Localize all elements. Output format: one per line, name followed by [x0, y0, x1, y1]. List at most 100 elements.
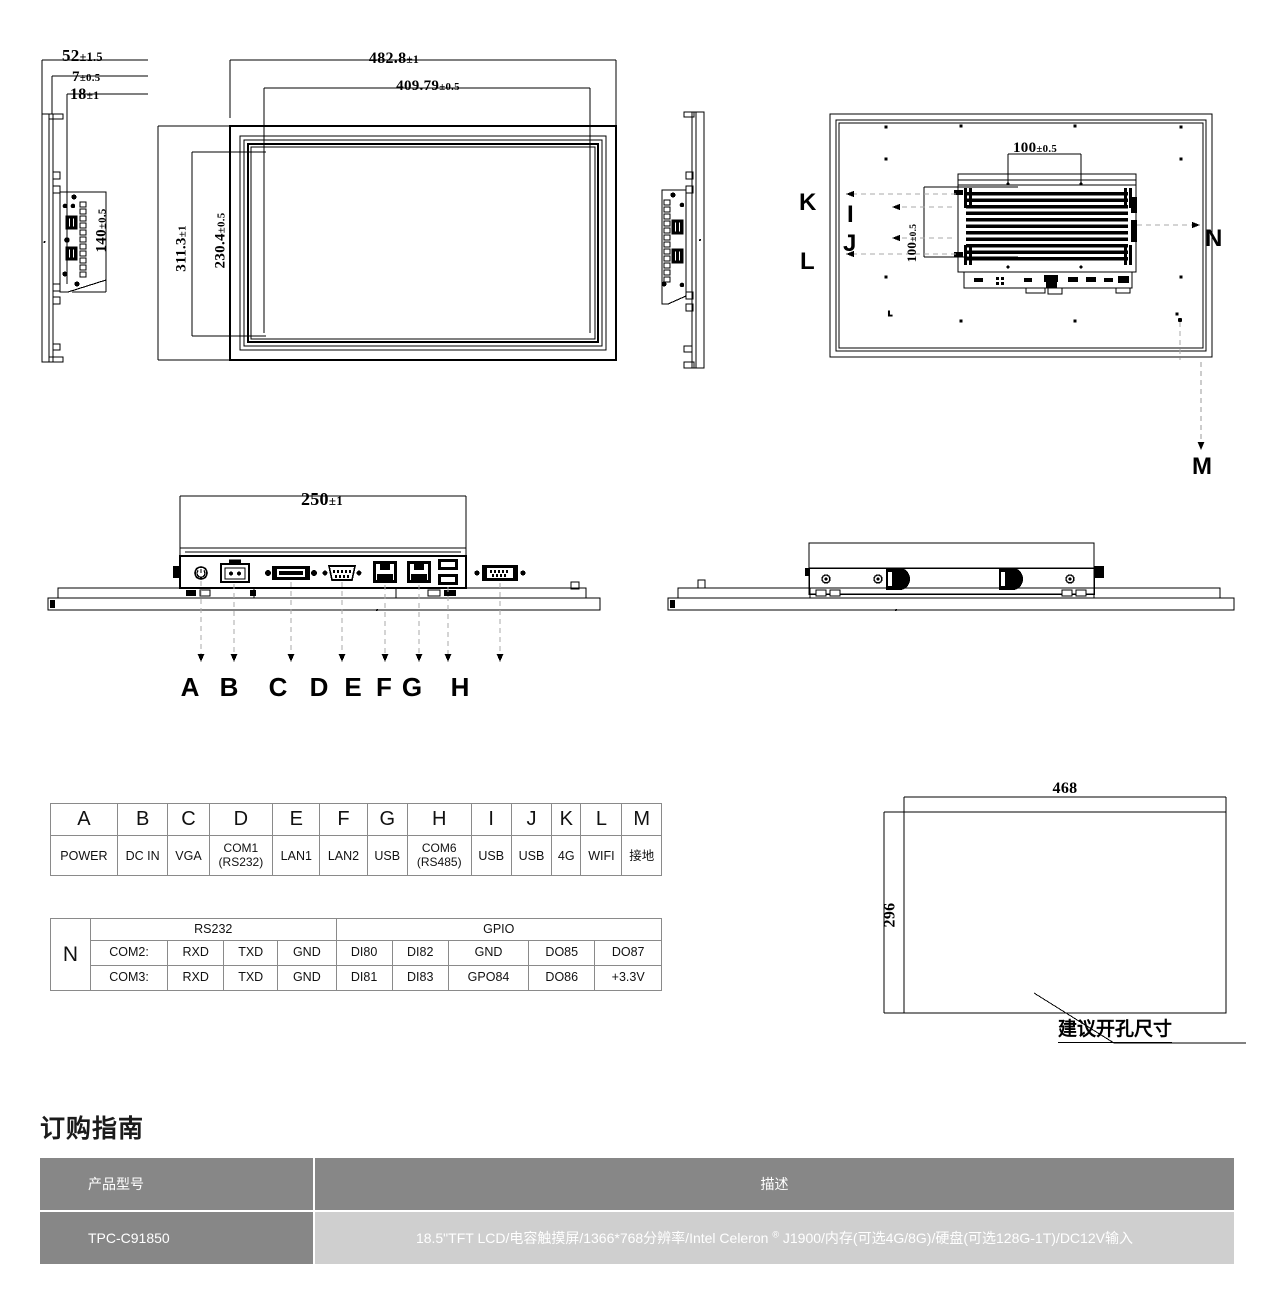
io-letter-D: D — [208, 803, 274, 836]
n-com2-txd: TXD — [223, 940, 279, 966]
n-com2-gnd: GND — [277, 940, 337, 966]
io-value-F: LAN2 — [319, 835, 368, 876]
n-row-letter: N — [50, 918, 91, 991]
panel-cutout-drawing — [883, 796, 1246, 1044]
callout-I: I — [847, 201, 854, 228]
callout-M: M — [1192, 453, 1212, 480]
dim-vesa-horizontal: 100±0.5 — [1012, 140, 1058, 156]
ordering-guide-model: TPC-C91850 — [40, 1212, 313, 1264]
cutout-note-label: 建议开孔尺寸 — [1058, 1014, 1173, 1043]
callout-B: B — [219, 672, 239, 702]
table-row: COM2: RXD TXD GND DI80 DI82 GND DO85 DO8… — [51, 940, 662, 966]
io-value-C: VGA — [167, 835, 210, 876]
right-side-view-drawing — [661, 111, 705, 369]
io-value-L: WIFI — [580, 835, 623, 876]
n-com2-rxd: RXD — [167, 940, 225, 966]
n-gpio-di82: DI82 — [391, 940, 449, 966]
dim-active-width: 409.79±0.5 — [396, 78, 460, 94]
io-value-K: 4G — [551, 835, 582, 876]
io-letter-L: L — [580, 803, 623, 836]
io-letter-B: B — [116, 803, 169, 836]
bottom-io-view-drawing — [47, 495, 601, 662]
callout-N: N — [1205, 225, 1223, 252]
callout-L: L — [800, 248, 815, 275]
n-table-group-row: N RS232 GPIO — [50, 918, 662, 991]
callout-D: D — [309, 672, 329, 702]
io-value-H: COM6(RS485) — [406, 835, 472, 876]
n-gpio-di81: DI81 — [335, 965, 393, 991]
callout-F: F — [376, 672, 392, 702]
io-letter-K: K — [551, 803, 582, 836]
dim-vesa-vertical: 100±0.5 — [904, 223, 920, 263]
io-letter-G: G — [366, 803, 408, 836]
io-letter-I: I — [470, 803, 512, 836]
n-gpio-do87: DO87 — [594, 940, 662, 966]
table-row: COM3: RXD TXD GND DI81 DI83 GPO84 DO86 +… — [51, 965, 662, 991]
dim-front-frame-depth: 18±1 — [70, 86, 100, 103]
callout-A: A — [180, 672, 200, 702]
io-letter-H: H — [406, 803, 472, 836]
n-com2-port: COM2: — [89, 940, 169, 966]
callout-M-arrow — [1197, 362, 1205, 450]
table-row: TPC-C91850 18.5"TFT LCD/电容触摸屏/1366*768分辨… — [40, 1212, 1234, 1264]
callout-G: G — [401, 672, 423, 702]
io-letter-F: F — [319, 803, 368, 836]
io-letter-J: J — [510, 803, 553, 836]
n-gpio-3v3: +3.3V — [594, 965, 662, 991]
dim-active-height: 230.4±0.5 — [212, 212, 229, 269]
dim-side-depth-total: 52±1.5 — [62, 46, 103, 65]
ordering-guide-table: 产品型号 描述 TPC-C91850 18.5"TFT LCD/电容触摸屏/13… — [38, 1156, 1236, 1266]
dim-front-width: 482.8±1 — [368, 50, 420, 67]
n-gpio-gnd: GND — [447, 940, 530, 966]
io-value-I: USB — [470, 835, 512, 876]
dim-front-height: 311.3±1 — [173, 225, 190, 272]
n-gpio-gpo84: GPO84 — [447, 965, 530, 991]
callout-C: C — [268, 672, 288, 702]
desc-part-post: J1900/内存(可选4G/8G)/硬盘(可选128G-1T)/DC12V输入 — [778, 1230, 1133, 1246]
io-letter-E: E — [272, 803, 321, 836]
front-view-drawing — [157, 59, 617, 361]
callout-K: K — [799, 189, 817, 216]
io-legend-values-row: POWER DC IN VGA COM1(RS232) LAN1 LAN2 US… — [50, 835, 662, 876]
io-value-J: USB — [510, 835, 553, 876]
n-gpio-do85: DO85 — [528, 940, 596, 966]
n-gpio-di80: DI80 — [335, 940, 393, 966]
dim-io-span: 250±1 — [300, 489, 344, 509]
top-view-drawing — [667, 542, 1235, 611]
left-side-view-drawing — [41, 59, 148, 363]
registered-trademark-icon: ® — [772, 1229, 779, 1240]
callout-J: J — [843, 230, 857, 257]
io-letter-C: C — [167, 803, 210, 836]
callout-H: H — [450, 672, 470, 702]
n-gpio-do86: DO86 — [528, 965, 596, 991]
dim-cutout-height: 296 — [881, 902, 899, 928]
n-com3-gnd: GND — [277, 965, 337, 991]
io-value-G: USB — [366, 835, 408, 876]
io-value-M: 接地 — [621, 835, 662, 876]
n-com3-txd: TXD — [223, 965, 279, 991]
io-letter-M: M — [621, 803, 662, 836]
dim-bezel-thickness: 7±0.5 — [72, 69, 101, 85]
ordering-guide-header-row: 产品型号 描述 — [40, 1158, 1234, 1210]
dim-cutout-width: 468 — [1052, 780, 1078, 797]
n-com3-port: COM3: — [89, 965, 169, 991]
io-legend-table: A B C D E F G H I J K L M POWER DC IN VG… — [50, 803, 662, 876]
io-legend-letters-row: A B C D E F G H I J K L M — [50, 803, 662, 836]
io-letter-A: A — [50, 803, 118, 836]
n-group-rs232: RS232 — [90, 918, 337, 941]
ordering-guide-description: 18.5"TFT LCD/电容触摸屏/1366*768分辨率/Intel Cel… — [314, 1212, 1234, 1264]
back-view-drawing: L — [829, 113, 1213, 360]
io-value-D: COM1(RS232) — [208, 835, 274, 876]
ordering-guide-header-model: 产品型号 — [40, 1158, 313, 1210]
ordering-guide-header-desc: 描述 — [314, 1158, 1234, 1210]
io-value-E: LAN1 — [272, 835, 321, 876]
io-value-A: POWER — [50, 835, 118, 876]
svg-text:L: L — [888, 311, 893, 318]
dim-io-block-height: 140±0.5 — [93, 208, 110, 253]
desc-part-pre: 18.5"TFT LCD/电容触摸屏/1366*768分辨率/Intel Cel… — [415, 1230, 773, 1246]
n-gpio-di83: DI83 — [391, 965, 449, 991]
page-title: 订购指南 — [40, 1115, 145, 1143]
n-group-gpio: GPIO — [335, 918, 662, 941]
n-com3-rxd: RXD — [167, 965, 225, 991]
